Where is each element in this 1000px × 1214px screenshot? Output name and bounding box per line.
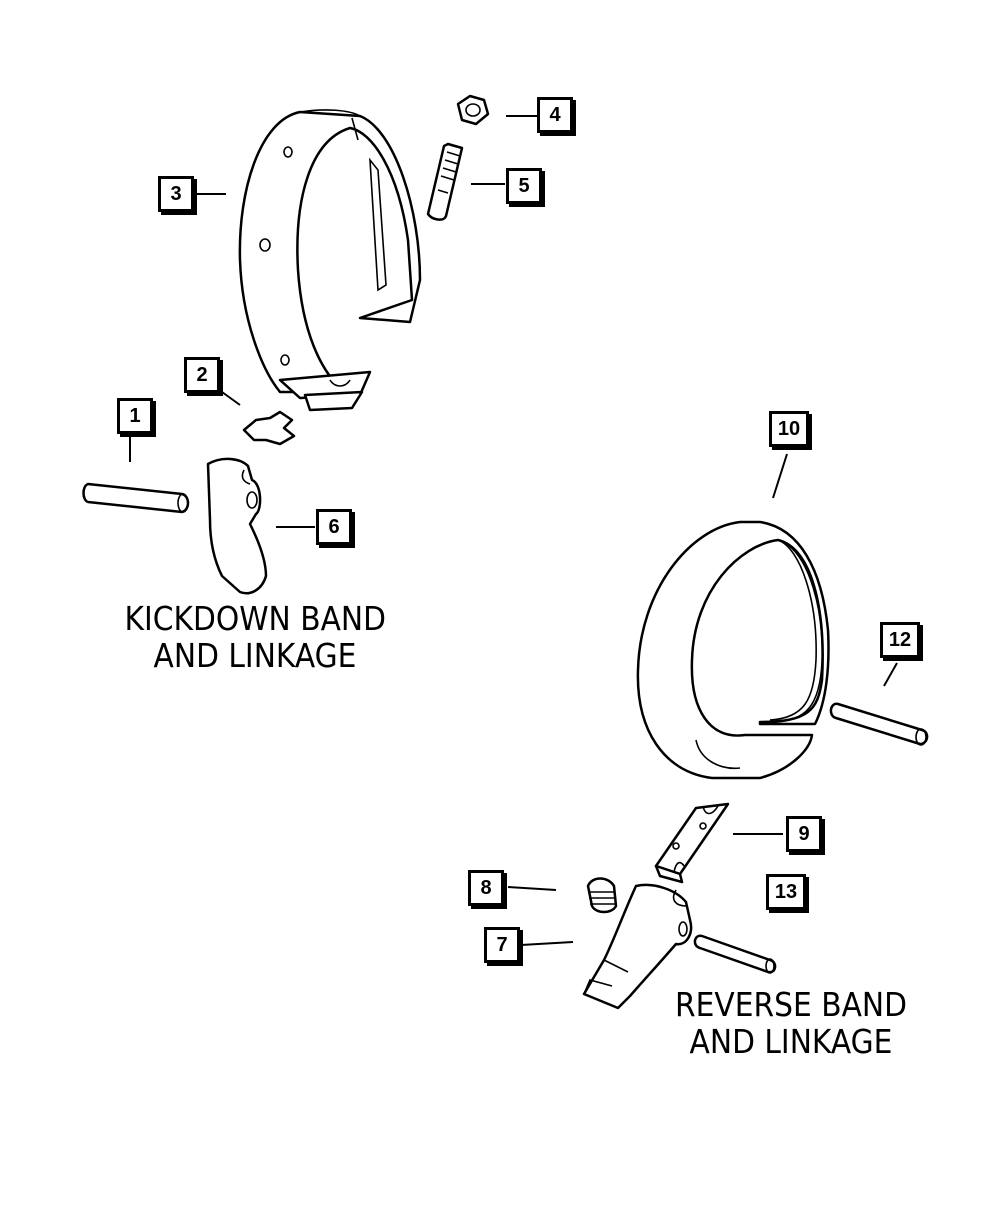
kickdown-caption: KICKDOWN BAND AND LINKAGE (124, 599, 387, 675)
callout-3: 3 (158, 176, 194, 212)
kickdown-band (238, 109, 422, 412)
nut (456, 94, 490, 126)
reverse-lever-pin (693, 934, 777, 974)
kickdown-caption-line2: AND LINKAGE (153, 636, 357, 675)
callout-10: 10 (769, 411, 809, 447)
callout-2: 2 (184, 357, 220, 393)
callout-8: 8 (468, 870, 504, 906)
callout-9: 9 (786, 816, 822, 852)
reverse-band-pin (829, 702, 929, 746)
kickdown-pin (82, 482, 190, 514)
band-strut-plate (242, 410, 296, 446)
adjusting-screw (426, 142, 464, 221)
leader-lines (129, 115, 898, 946)
callout-5: 5 (506, 168, 542, 204)
reverse-lever (582, 883, 693, 1010)
reverse-band-strut (654, 802, 730, 884)
reverse-adjusting-screw (586, 877, 618, 914)
callout-12: 12 (880, 622, 920, 658)
reverse-caption: REVERSE BAND AND LINKAGE (670, 986, 913, 1060)
callout-4: 4 (537, 97, 573, 133)
kickdown-caption-line1: KICKDOWN BAND (124, 599, 387, 638)
callout-1: 1 (117, 398, 153, 434)
reverse-caption-line1: REVERSE BAND (675, 985, 907, 1024)
reverse-caption-line2: AND LINKAGE (689, 1022, 893, 1061)
callout-13: 13 (766, 874, 806, 910)
kickdown-lever (206, 457, 268, 595)
callout-7: 7 (484, 927, 520, 963)
reverse-band (636, 520, 830, 780)
callout-6: 6 (316, 509, 352, 545)
